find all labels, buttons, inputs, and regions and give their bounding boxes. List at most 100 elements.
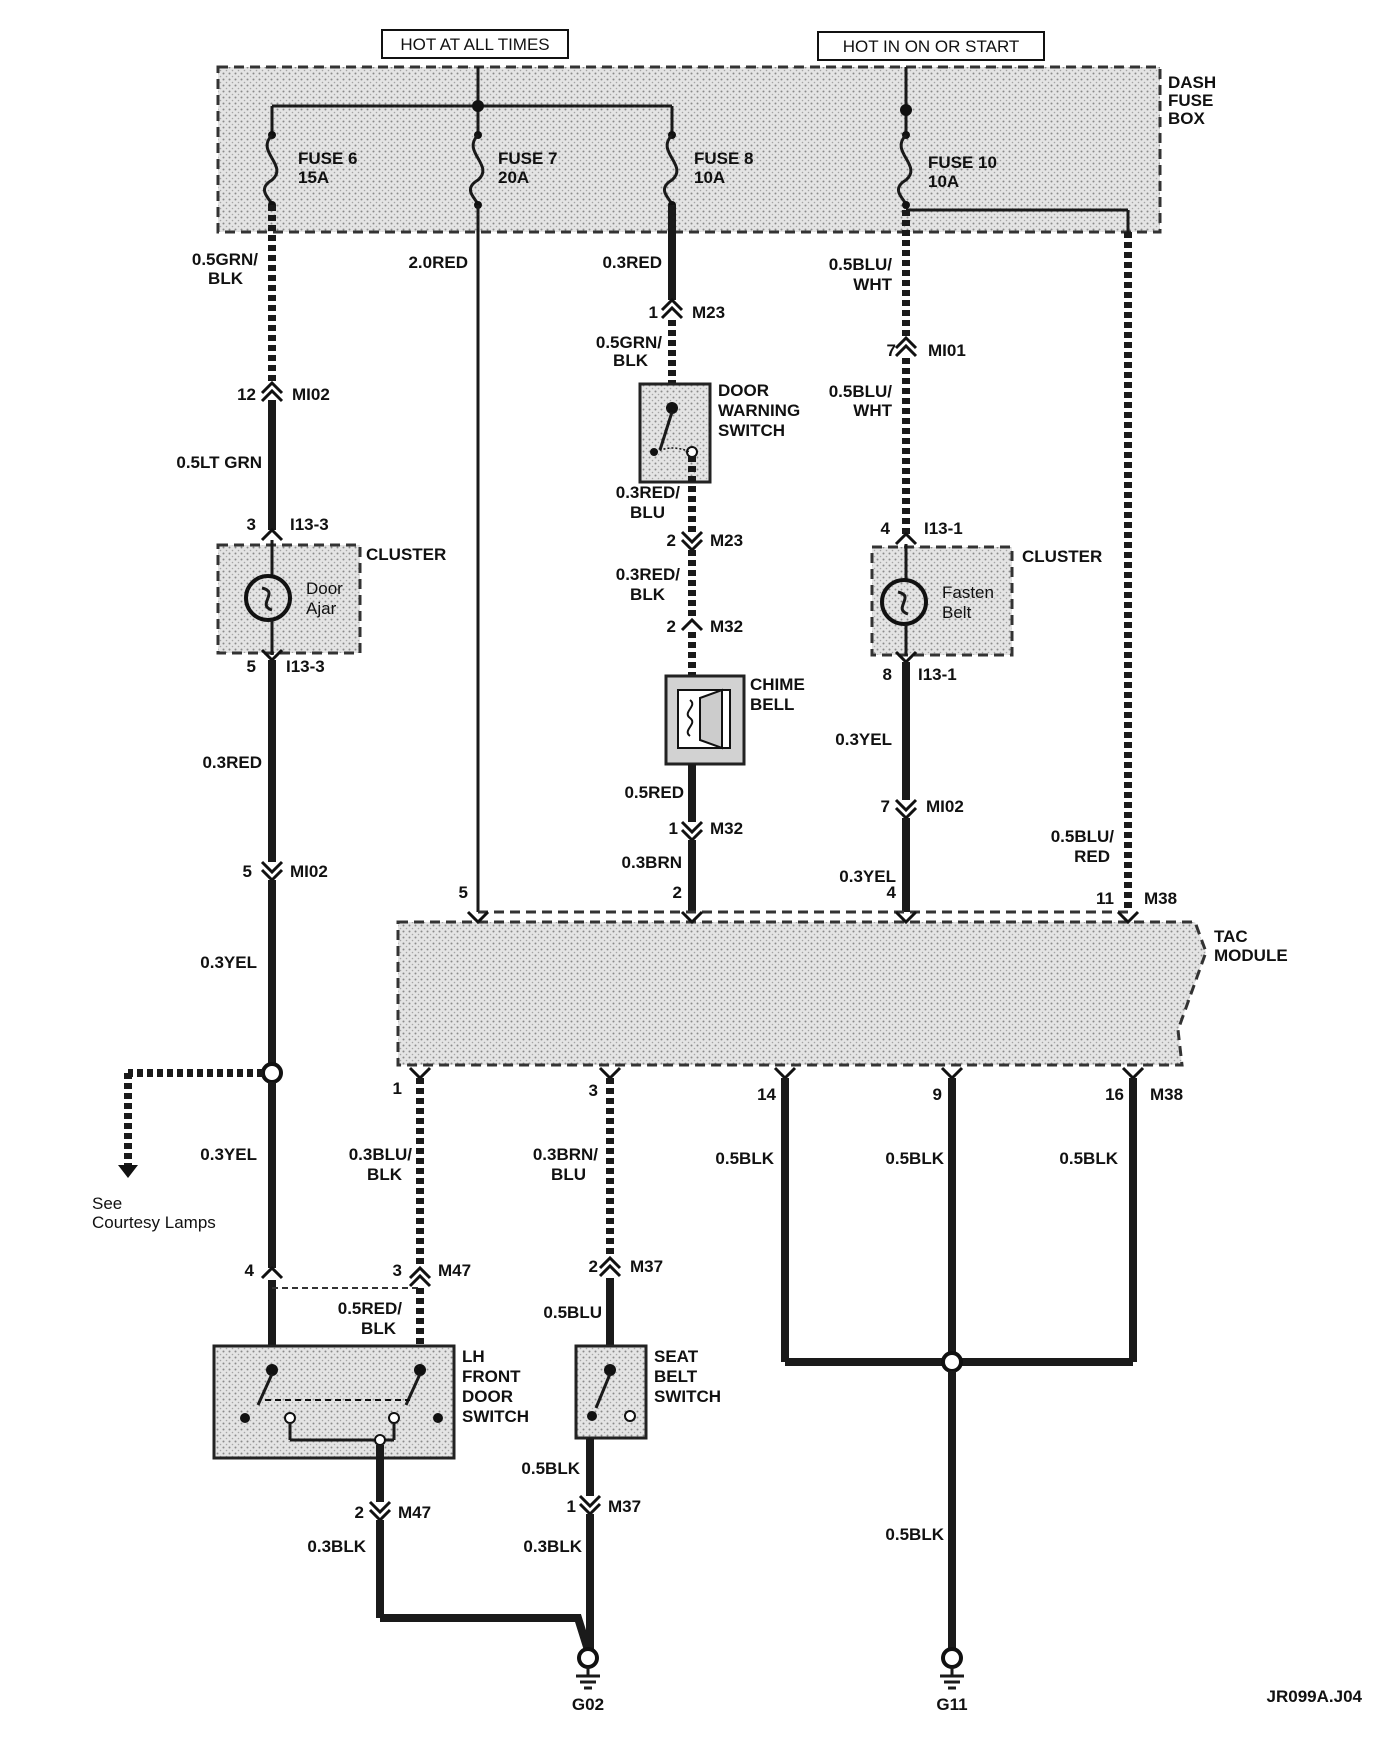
svg-text:HOT IN ON OR START: HOT IN ON OR START xyxy=(843,37,1020,56)
connector-i13-3-pin3: 3 I13-3 xyxy=(247,515,329,542)
svg-text:7: 7 xyxy=(881,797,890,816)
svg-text:See: See xyxy=(92,1194,122,1213)
svg-text:1: 1 xyxy=(649,303,658,322)
svg-text:0.3YEL: 0.3YEL xyxy=(200,1145,257,1164)
svg-text:0.3BLK: 0.3BLK xyxy=(307,1537,366,1556)
svg-text:M23: M23 xyxy=(692,303,725,322)
svg-text:G11: G11 xyxy=(936,1695,967,1714)
svg-text:FRONT: FRONT xyxy=(462,1367,521,1386)
svg-text:FUSE 7: FUSE 7 xyxy=(498,149,558,168)
svg-text:1: 1 xyxy=(567,1497,576,1516)
connector-i13-1-pin4: 4 I13-1 xyxy=(881,519,963,546)
svg-text:MODULE: MODULE xyxy=(1214,946,1288,965)
lh-front-door-switch: LH FRONT DOOR SWITCH xyxy=(212,1344,529,1460)
svg-text:TAC: TAC xyxy=(1214,927,1248,946)
hot-in-on-or-start-header: HOT IN ON OR START xyxy=(817,31,1045,61)
fuse-6: FUSE 6 15A xyxy=(263,131,358,209)
svg-text:BLK: BLK xyxy=(361,1319,397,1338)
svg-text:M37: M37 xyxy=(608,1497,641,1516)
svg-text:DASH: DASH xyxy=(1168,73,1216,92)
svg-text:10A: 10A xyxy=(694,168,725,187)
svg-text:FUSE 10: FUSE 10 xyxy=(928,153,997,172)
svg-text:M38: M38 xyxy=(1144,889,1177,908)
svg-text:2: 2 xyxy=(589,1257,598,1276)
svg-text:0.5BLK: 0.5BLK xyxy=(885,1525,944,1544)
door-ajar-lamp: Door Ajar xyxy=(244,540,343,655)
chime-bell: CHIME BELL xyxy=(664,674,805,766)
svg-text:1: 1 xyxy=(393,1079,402,1098)
svg-text:4: 4 xyxy=(887,883,897,902)
svg-text:CLUSTER: CLUSTER xyxy=(366,545,446,564)
svg-text:DOOR: DOOR xyxy=(718,381,769,400)
svg-text:0.5BLK: 0.5BLK xyxy=(1059,1149,1118,1168)
fuse10-circuit: 0.5BLU/ WHT 7 MI01 0.5BLU/ WHT 4 I13-1 C… xyxy=(829,210,1102,912)
svg-text:FUSE: FUSE xyxy=(1168,91,1213,110)
svg-text:0.5BLU/: 0.5BLU/ xyxy=(829,382,893,401)
svg-text:0.5BLK: 0.5BLK xyxy=(715,1149,774,1168)
svg-text:I13-1: I13-1 xyxy=(924,519,963,538)
svg-text:MI02: MI02 xyxy=(926,797,964,816)
tac-ground-circuit: 0.5BLK 0.5BLK 0.5BLK 0.5BLK xyxy=(715,1078,1137,1650)
svg-text:M47: M47 xyxy=(438,1261,471,1280)
svg-text:0.3BRN: 0.3BRN xyxy=(622,853,682,872)
connector-mi02-7: 7 MI02 xyxy=(881,797,964,821)
svg-text:5: 5 xyxy=(247,657,256,676)
svg-text:I13-3: I13-3 xyxy=(286,657,325,676)
fuse10-to-tac-pin11: 0.5BLU/ RED xyxy=(1051,232,1132,912)
svg-text:0.5BLU/: 0.5BLU/ xyxy=(1051,827,1115,846)
svg-text:M32: M32 xyxy=(710,617,743,636)
connector-mi01-7: 7 MI01 xyxy=(887,335,966,360)
svg-text:0.5BLK: 0.5BLK xyxy=(885,1149,944,1168)
svg-text:0.3BRN/: 0.3BRN/ xyxy=(533,1145,598,1164)
connector-i13-1-pin8: 8 I13-1 xyxy=(883,650,957,684)
seat-belt-ground: 0.5BLK 1 M37 0.3BLK xyxy=(521,1438,641,1650)
fuse8-circuit: 0.3RED 1 M23 0.5GRN/ BLK DOOR WARNING SW… xyxy=(596,205,805,912)
svg-text:SWITCH: SWITCH xyxy=(718,421,785,440)
connector-m23-2: 2 M23 xyxy=(667,530,743,553)
svg-text:M37: M37 xyxy=(630,1257,663,1276)
svg-text:SWITCH: SWITCH xyxy=(654,1387,721,1406)
tac-pin1-circuit: 0.3BLU/ BLK 3 M47 0.5RED/ BLK xyxy=(272,1078,471,1348)
svg-text:0.5RED: 0.5RED xyxy=(624,783,684,802)
tac-module: TAC MODULE xyxy=(396,910,1288,1067)
svg-text:4: 4 xyxy=(245,1261,255,1280)
connector-m37-1: 1 M37 xyxy=(567,1494,641,1517)
svg-text:BLK: BLK xyxy=(630,585,666,604)
svg-text:0.3BLK: 0.3BLK xyxy=(523,1537,582,1556)
svg-text:3: 3 xyxy=(247,515,256,534)
svg-text:SWITCH: SWITCH xyxy=(462,1407,529,1426)
connector-mi02-5: 5 MI02 xyxy=(243,860,328,883)
svg-text:SEAT: SEAT xyxy=(654,1347,699,1366)
svg-text:0.3YEL: 0.3YEL xyxy=(200,953,257,972)
svg-text:CHIME: CHIME xyxy=(750,675,805,694)
svg-text:16: 16 xyxy=(1105,1085,1124,1104)
svg-text:M38: M38 xyxy=(1150,1085,1183,1104)
cluster-right-box: CLUSTER xyxy=(870,545,1102,657)
connector-mi02-12: 12 MI02 xyxy=(237,380,330,404)
svg-text:Ajar: Ajar xyxy=(306,599,337,618)
svg-text:0.5BLU: 0.5BLU xyxy=(543,1303,602,1322)
connector-m32-2: 2 M32 xyxy=(667,617,744,636)
svg-text:M32: M32 xyxy=(710,819,743,838)
svg-text:0.5BLU/: 0.5BLU/ xyxy=(829,255,893,274)
svg-text:3: 3 xyxy=(393,1261,402,1280)
svg-text:2: 2 xyxy=(667,531,676,550)
svg-text:I13-3: I13-3 xyxy=(290,515,329,534)
connector-m23-1: 1 M23 xyxy=(649,297,725,322)
fuse7-circuit: 2.0RED xyxy=(408,205,480,912)
svg-text:0.3YEL: 0.3YEL xyxy=(839,867,896,886)
svg-text:WARNING: WARNING xyxy=(718,401,800,420)
svg-text:Fasten: Fasten xyxy=(942,583,994,602)
ground-g11: G11 xyxy=(936,1647,968,1714)
svg-text:BLU: BLU xyxy=(551,1165,586,1184)
lh-switch-ground: 2 M47 0.3BLK xyxy=(307,1445,592,1652)
svg-text:7: 7 xyxy=(887,341,896,360)
svg-text:CLUSTER: CLUSTER xyxy=(1022,547,1102,566)
svg-text:0.3BLU/: 0.3BLU/ xyxy=(349,1145,413,1164)
svg-text:MI02: MI02 xyxy=(292,385,330,404)
svg-text:0.5RED/: 0.5RED/ xyxy=(338,1299,403,1318)
connector-m47-3: 3 M47 xyxy=(393,1261,471,1288)
svg-text:I13-1: I13-1 xyxy=(918,665,957,684)
svg-text:2.0RED: 2.0RED xyxy=(408,253,468,272)
tac-top-pins: 5 2 4 11 M38 xyxy=(459,883,1177,925)
